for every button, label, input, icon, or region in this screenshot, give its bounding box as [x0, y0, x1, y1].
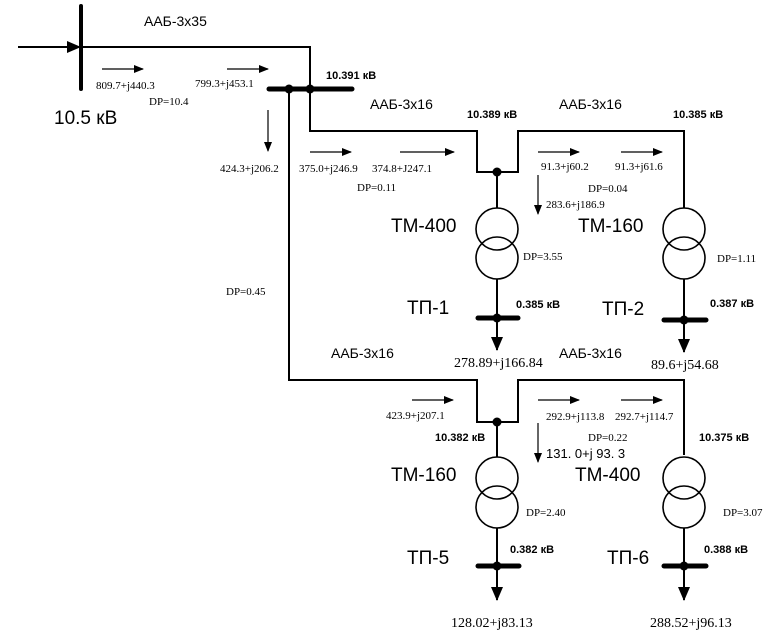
tp6-transformer: ТМ-400: [575, 465, 640, 486]
tp1-lv-voltage: 0.385 кВ: [516, 299, 560, 311]
transformer-winding: [475, 485, 519, 529]
lower-cable-1: ААБ-3х16: [331, 345, 394, 361]
source-flow: 809.7+j440.3: [96, 80, 155, 92]
bus-node: [305, 84, 315, 94]
tp1-name: ТП-1: [407, 298, 449, 319]
bus-main-voltage: 10.391 кВ: [326, 70, 376, 82]
transformer-winding: [662, 207, 706, 251]
lower-dp-line: DP=0.45: [226, 286, 266, 298]
lower-dp-2: DP=0.22: [588, 432, 628, 444]
bus-main-flow-in: 799.3+j453.1: [195, 78, 254, 90]
upper-dp-2: DP=0.04: [588, 183, 628, 195]
tp1-transformer: ТМ-400: [391, 216, 456, 237]
lower-flow-2-end: 292.7+j114.7: [615, 411, 674, 423]
transformer-winding: [475, 236, 519, 280]
tp6-dp: DP=3.07: [723, 507, 763, 519]
upper-tap-flow: 283.6+j186.9: [546, 199, 605, 211]
tp5-transformer: ТМ-160: [391, 465, 456, 486]
tp1-load: 278.89+j166.84: [454, 356, 543, 371]
upper-flow-1-start: 375.0+j246.9: [299, 163, 358, 175]
upper-dp-1: DP=0.11: [357, 182, 396, 194]
transformer-winding: [662, 485, 706, 529]
tp5-dp: DP=2.40: [526, 507, 566, 519]
tp6-name: ТП-6: [607, 548, 649, 569]
substation-tp1: ТМ-400 DP=3.55 ТП-1 0.385 кВ 278.89+j166…: [391, 167, 563, 371]
substation-tp5: ТМ-160 DP=2.40 ТП-5 0.382 кВ 128.02+j83.…: [391, 417, 566, 631]
tp2-transformer: ТМ-160: [578, 216, 643, 237]
upper-flow-2-start: 91.3+j60.2: [541, 161, 589, 173]
tp2-name: ТП-2: [602, 299, 644, 320]
lower-flow-1: 423.9+j207.1: [386, 410, 445, 422]
transformer-winding: [662, 456, 706, 500]
lower-tap-flow: 131. 0+j 93. 3: [546, 446, 625, 461]
lower-cable-2: ААБ-3х16: [559, 345, 622, 361]
source-voltage: 10.5 кВ: [54, 108, 117, 129]
transformer-winding: [662, 236, 706, 280]
lower-node-2-voltage: 10.375 кВ: [699, 432, 749, 444]
substation-tp6: ТМ-400 DP=3.07 ТП-6 0.388 кВ 288.52+j96.…: [575, 456, 763, 631]
tp5-load: 128.02+j83.13: [451, 616, 533, 631]
transformer-winding: [475, 456, 519, 500]
upper-flow-2-end: 91.3+j61.6: [615, 161, 663, 173]
upper-flow-1-end: 374.8+J247.1: [372, 163, 432, 175]
tp2-load: 89.6+j54.68: [651, 358, 719, 373]
tp5-lv-voltage: 0.382 кВ: [510, 544, 554, 556]
tp6-lv-voltage: 0.388 кВ: [704, 544, 748, 556]
tp2-lv-voltage: 0.387 кВ: [710, 298, 754, 310]
main-line: [81, 46, 685, 208]
upper-node-2-voltage: 10.385 кВ: [673, 109, 723, 121]
tp5-name: ТП-5: [407, 548, 449, 569]
lower-flow-2-start: 292.9+j113.8: [546, 411, 605, 423]
transformer-winding: [475, 207, 519, 251]
source-cable-label: ААБ-3х35: [144, 13, 207, 29]
upper-cable-2: ААБ-3х16: [559, 96, 622, 112]
bus-main-flow-down: 424.3+j206.2: [220, 163, 279, 175]
tp6-load: 288.52+j96.13: [650, 616, 732, 631]
upper-cable-1: ААБ-3х16: [370, 96, 433, 112]
tp1-dp: DP=3.55: [523, 251, 563, 263]
source-dp: DP=10.4: [149, 96, 189, 108]
tp2-dp: DP=1.11: [717, 253, 756, 265]
lower-node-1-voltage: 10.382 кВ: [435, 432, 485, 444]
upper-node-1-voltage: 10.389 кВ: [467, 109, 517, 121]
substation-tp2: ТМ-160 DP=1.11 ТП-2 0.387 кВ 89.6+j54.68: [578, 207, 756, 373]
